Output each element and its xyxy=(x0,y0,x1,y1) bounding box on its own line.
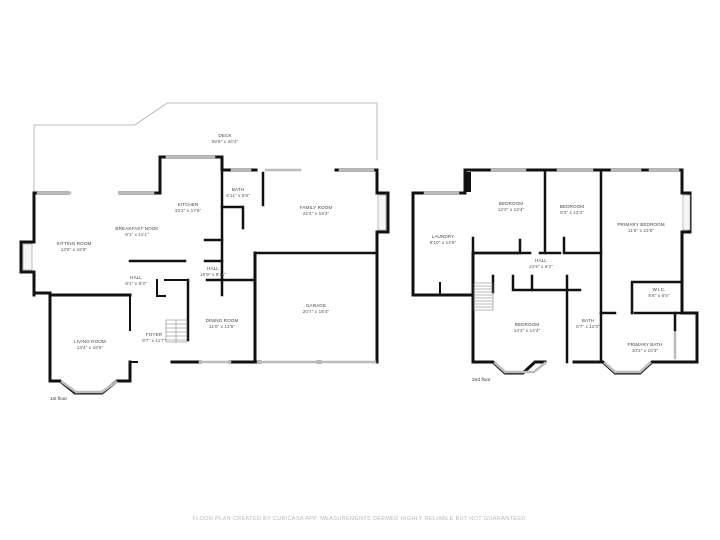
floor-label-2nd: 2nd floor xyxy=(472,378,491,383)
footer-disclaimer: FLOOR PLAN CREATED BY CUBICASA APP. MEAS… xyxy=(192,516,528,522)
deck-outline xyxy=(33,102,378,194)
second-floor-plan xyxy=(411,168,699,375)
floor-label-1st: 1st floor xyxy=(50,397,68,402)
room-label-wic: W.I.C.8'8" x 6'5" xyxy=(648,287,670,298)
first-floor-plan xyxy=(19,102,390,395)
exterior-wall xyxy=(19,191,36,297)
